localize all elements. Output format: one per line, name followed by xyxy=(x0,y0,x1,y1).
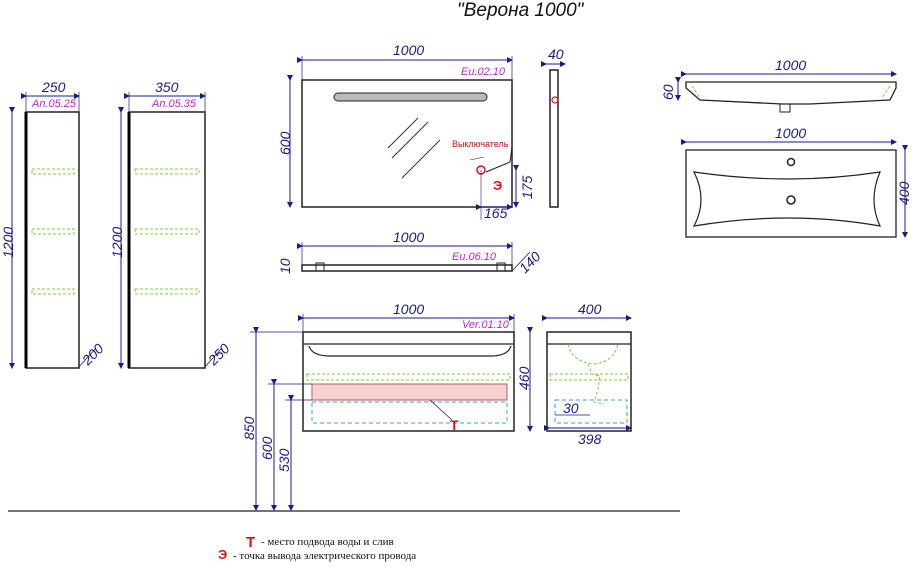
cabinet-large-shelf-2 xyxy=(134,228,200,235)
cabinet-large-shelf-1 xyxy=(134,168,200,175)
mirror-light-strip xyxy=(333,92,488,102)
cabinet-large-height: 1200 xyxy=(109,227,125,258)
basin-top-height: 60 xyxy=(660,84,676,100)
mirror-height: 600 xyxy=(277,131,293,155)
cabinet-small-width: 250 xyxy=(41,79,66,95)
cabinet-large-code: An.05.35 xyxy=(151,98,197,110)
cabinet-large-depth: 250 xyxy=(204,340,233,369)
cabinet-small-depth: 200 xyxy=(78,340,107,369)
drawing-title: "Верона 1000" xyxy=(457,0,585,21)
basin-drain xyxy=(786,195,796,205)
mirror-socket-y: 175 xyxy=(519,175,535,199)
vanity-side-bottom-depth: 398 xyxy=(578,431,602,447)
legend: Т - место подвода воды и слив Э - точка … xyxy=(218,534,416,562)
vanity-mount-height: 850 xyxy=(241,416,257,440)
vanity-side: 400 30 398 xyxy=(542,301,632,447)
basin-top-width: 1000 xyxy=(775,57,806,73)
basin-plan: 1000 400 xyxy=(681,125,912,238)
cabinet-large: 350 An.05.35 1200 250 xyxy=(109,79,233,369)
legend-water-marker: Т xyxy=(246,534,255,551)
basin-front: 1000 60 xyxy=(660,57,897,113)
mirror: 1000 Eu.02.10 600 Выключатель Э 165 175 xyxy=(277,42,535,221)
mirror-depth: 40 xyxy=(548,46,564,62)
vanity-front: Т 1000 Ver.01.10 460 850 600 530 xyxy=(241,301,533,511)
cabinet-small: 250 An.05.25 1200 200 xyxy=(0,79,107,369)
cabinet-large-shelf-3 xyxy=(134,288,200,295)
cabinet-small-shelf-3 xyxy=(31,288,75,295)
glass-shelf: 1000 Eu.06.10 10 140 xyxy=(277,229,544,276)
mirror-code: Eu.02.10 xyxy=(461,66,506,78)
vanity-side-depth: 400 xyxy=(578,301,602,317)
cabinet-small-shelf-1 xyxy=(31,168,75,175)
mirror-side: 40 xyxy=(541,46,566,208)
cabinet-large-width: 350 xyxy=(155,79,179,95)
mirror-width: 1000 xyxy=(393,42,424,58)
vanity-inner-dashed xyxy=(311,401,508,424)
vanity-pipe-530: 530 xyxy=(276,448,292,472)
cabinet-small-height: 1200 xyxy=(0,227,16,258)
legend-electric-marker: Э xyxy=(218,547,227,562)
vanity-height: 460 xyxy=(516,366,532,390)
shelf-width: 1000 xyxy=(393,229,424,245)
basin-plan-width: 1000 xyxy=(775,125,806,141)
shelf-depth: 140 xyxy=(516,248,544,276)
vanity-water-marker: Т xyxy=(450,417,459,433)
basin-plan-depth: 400 xyxy=(896,181,912,205)
vanity-code: Ver.01.10 xyxy=(462,319,510,331)
cabinet-small-code: An.05.25 xyxy=(31,98,77,110)
mirror-switch-label: Выключатель xyxy=(452,139,509,149)
vanity-shelf xyxy=(306,373,511,381)
shelf-code: Eu.06.10 xyxy=(452,251,497,263)
legend-water-text: - место подвода воды и слив xyxy=(261,536,394,548)
legend-electric-text: - точка вывода электрического провода xyxy=(233,550,416,562)
mirror-socket-x: 165 xyxy=(484,205,508,221)
cabinet-small-shelf-2 xyxy=(31,228,75,235)
vanity-side-offset: 30 xyxy=(563,400,579,416)
vanity-pipe-600: 600 xyxy=(259,436,275,460)
basin-tap-hole xyxy=(786,157,796,167)
vanity-drawer-zone xyxy=(311,383,508,401)
vanity-width: 1000 xyxy=(393,301,424,317)
mirror-electric-marker: Э xyxy=(493,178,502,193)
shelf-thickness: 10 xyxy=(277,258,293,274)
